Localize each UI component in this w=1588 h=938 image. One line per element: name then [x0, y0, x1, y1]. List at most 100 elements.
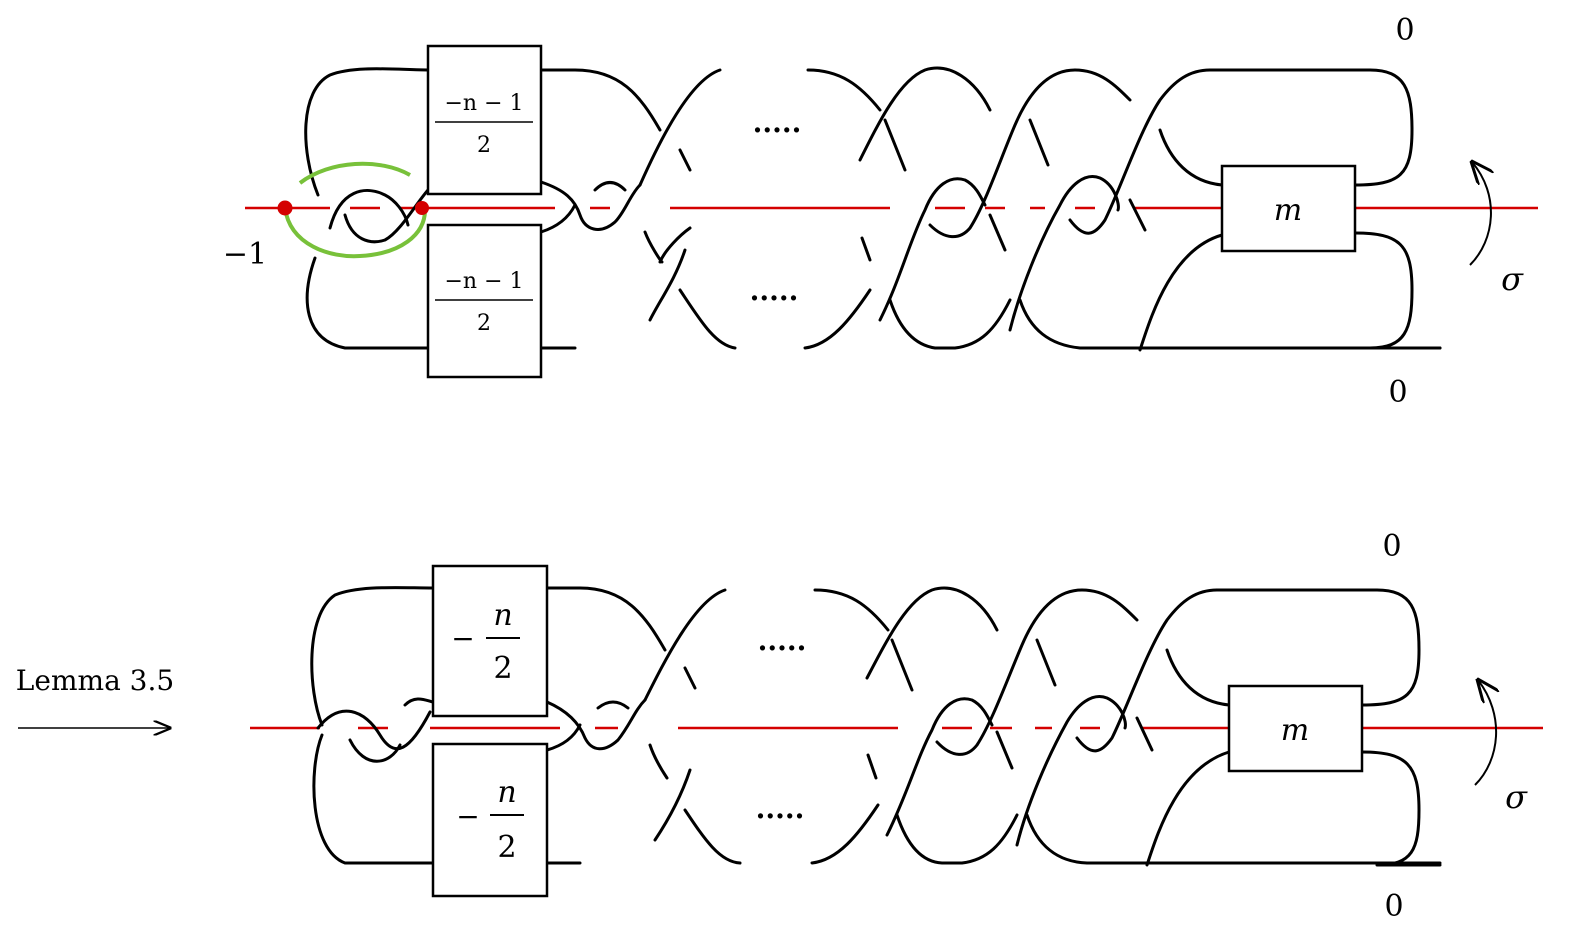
top-braid-strand-7: [988, 213, 1007, 252]
bottom-lower-box-denominator: 2: [497, 830, 516, 865]
bottom-m-box: [1227, 684, 1364, 773]
bottom-braid-strand-11: [1075, 588, 1219, 753]
lemma-arrow: Lemma 3.5: [16, 664, 174, 728]
bottom-upper-right-strand: [545, 586, 667, 652]
bottom-upper-twist-box: [431, 564, 549, 718]
top-framing-left: −1: [223, 237, 267, 272]
top-braid-strand-3: [878, 177, 987, 322]
bottom-framing-upper: 0: [1382, 529, 1401, 564]
bottom-braid-strand-5: [895, 813, 1019, 865]
top-cross-2b: [648, 248, 687, 322]
top-cross-1b: [678, 148, 692, 172]
bottom-cross-1b: [683, 666, 697, 690]
top-braid-strand-8: [1028, 118, 1050, 167]
top-cross-1c: [643, 230, 664, 264]
top-cross-2a: [658, 226, 692, 264]
bottom-right-outer-upper-loop: [1215, 588, 1421, 707]
top-m-box: [1220, 164, 1357, 253]
top-cross-2c: [678, 288, 737, 350]
top-dots-lower: .....: [750, 274, 799, 307]
bottom-braid-strand-8: [1035, 638, 1057, 687]
bottom-braid-strand-10: [1025, 813, 1442, 865]
top-fixed-point-right: [415, 201, 429, 215]
bottom-right-outer-lower-loop: [1360, 750, 1442, 867]
top-braid-strand-12: [1073, 68, 1132, 102]
top-left-outer-lower-arc: [305, 256, 430, 350]
top-framing-lower: 0: [1388, 375, 1407, 410]
bottom-cross-2a: [653, 768, 692, 842]
top-rotation-arrow: [1470, 162, 1491, 266]
top-braid-strand-5: [888, 298, 1012, 350]
bottom-braid-strand-6: [935, 588, 1084, 756]
top-cross-1a: [638, 68, 722, 187]
bottom-braid-strand-13: [1135, 716, 1154, 752]
top-upper-right-strand: [539, 68, 662, 132]
top-mid-upper-arc: [539, 180, 642, 231]
top-right-lower-entry: [803, 288, 872, 350]
bottom-cross-1c: [648, 743, 669, 780]
lemma-arrow-label: Lemma 3.5: [16, 664, 174, 697]
bottom-lower-twist-box: [431, 742, 549, 898]
bottom-upper-box-denominator: 2: [493, 651, 512, 686]
top-lower-twist-box: [426, 223, 543, 379]
bottom-sigma-label: σ: [1505, 778, 1528, 816]
top-clasp-strand-a: [328, 189, 410, 230]
bottom-mid-lower-arc: [545, 723, 582, 752]
top-knot-diagram: −n − 1 2 −n − 1 2 m ..... ..... 0 0 −1 σ: [223, 13, 1538, 410]
top-braid-strand-15: [1138, 233, 1224, 352]
top-framing-upper: 0: [1395, 13, 1414, 48]
bottom-braid-strand-4: [866, 753, 878, 780]
bottom-lower-box-sign: −: [456, 800, 479, 833]
top-braid-strand-4: [860, 236, 872, 262]
bottom-braid-strand-12: [1080, 588, 1139, 622]
top-braid-strand-6: [928, 68, 1077, 239]
top-upper-box-denominator: 2: [477, 133, 491, 158]
bottom-framing-lower: 0: [1384, 889, 1403, 924]
bottom-right-lower-entry: [810, 803, 880, 865]
bottom-dots-lower: .....: [756, 792, 805, 825]
bottom-clasp-strand-b: [348, 738, 402, 763]
top-right-outer-lower-loop: [1353, 231, 1442, 350]
top-mid-lower-arc-b: [593, 181, 627, 192]
bottom-braid-strand-14: [1165, 648, 1231, 707]
bottom-left-outer-upper-arc: [310, 586, 435, 727]
bottom-cross-2b: [683, 808, 742, 865]
top-right-outer-upper-loop: [1208, 68, 1414, 187]
bottom-upper-box-numerator: n: [493, 598, 512, 633]
bottom-braid-strand-15: [1145, 750, 1231, 867]
top-m-box-label: m: [1274, 193, 1302, 228]
bottom-braid-strand-9: [1015, 695, 1127, 847]
top-right-upper-entry: [806, 68, 882, 112]
top-sigma-label: σ: [1501, 260, 1524, 298]
bottom-braid-strand-1: [865, 586, 999, 680]
bottom-cross-1a: [643, 588, 727, 702]
bottom-mid-upper-arc: [545, 698, 647, 751]
bottom-braid-strand-7: [995, 730, 1014, 770]
top-lower-box-numerator: −n − 1: [444, 269, 523, 294]
bottom-left-outer-lower-arc: [312, 733, 435, 865]
top-mid-lower-arc: [539, 203, 577, 234]
bottom-rotation-arrow: [1474, 680, 1496, 786]
bottom-upper-box-sign: −: [451, 622, 474, 655]
top-upper-box-numerator: −n − 1: [444, 91, 523, 116]
top-braid-strand-14: [1158, 128, 1224, 187]
bottom-braid-strand-2: [890, 638, 914, 692]
bottom-mid-lower-arc-b: [596, 700, 630, 710]
top-braid-strand-13: [1128, 198, 1147, 232]
bottom-dots-upper: .....: [758, 624, 807, 657]
top-lower-box-denominator: 2: [477, 311, 491, 336]
top-green-arc-lower: [283, 207, 427, 259]
top-green-arc-upper: [298, 161, 411, 185]
top-braid-strand-10: [1018, 298, 1442, 350]
top-braid-strand-9: [1008, 175, 1120, 332]
top-upper-twist-box: [426, 44, 543, 196]
bottom-lower-box-numerator: n: [497, 775, 516, 810]
bottom-clasp-strand-c: [403, 697, 435, 707]
top-braid-strand-1: [858, 66, 992, 162]
top-braid-strand-2: [883, 118, 907, 172]
top-fixed-point-left: [277, 200, 293, 216]
top-braid-strand-11: [1068, 68, 1212, 235]
top-dots-upper: .....: [753, 106, 802, 139]
bottom-braid-strand-3: [885, 697, 994, 837]
